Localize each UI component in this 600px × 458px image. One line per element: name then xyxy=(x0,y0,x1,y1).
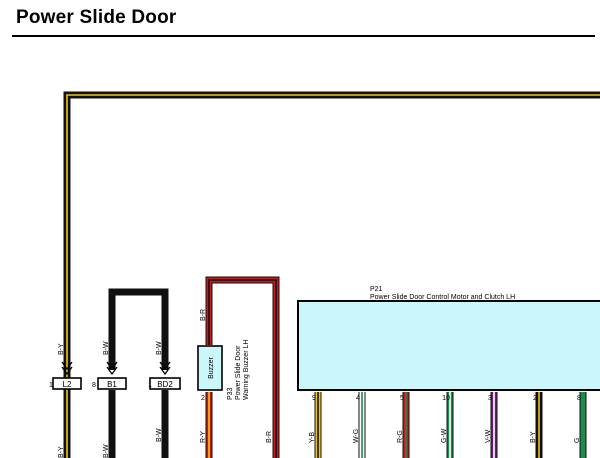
buzzer-wire-right-label: B-R xyxy=(266,431,273,443)
motor-description: Power Slide Door Control Motor and Clutc… xyxy=(370,294,515,301)
page-title: Power Slide Door xyxy=(16,7,177,28)
buzzer-desc-2: Warning Buzzer LH xyxy=(243,340,250,400)
connector-l2-label: L2 xyxy=(63,380,72,389)
wire-b-r-stripe xyxy=(208,279,277,458)
buzzer-wire-top-label: B-R xyxy=(200,309,207,321)
chevron-bd2-b xyxy=(159,366,171,376)
motor-wire-label-1: W-G xyxy=(353,429,360,443)
motor-wire-label-5: B-Y xyxy=(530,431,537,443)
chevron-l2-b xyxy=(61,366,73,376)
motor-pin-2: 2 xyxy=(533,395,537,402)
connector-bd2-label: BD2 xyxy=(157,380,173,389)
motor-pin-5: 5 xyxy=(400,395,404,402)
motor-wire-label-6: G xyxy=(574,438,581,443)
wire-label-left-bottom-0: B-Y xyxy=(58,446,65,458)
connector-l2-pin: 1 xyxy=(49,382,53,389)
wire-label-left-1: B-W xyxy=(103,341,110,355)
wire-b-w-loop xyxy=(108,288,169,370)
wire-label-left-2: B-W xyxy=(156,341,163,355)
buzzer-code: P33 xyxy=(227,387,234,400)
connector-bd2-pin: 1 xyxy=(148,382,152,389)
chevron-b1-b xyxy=(106,366,118,376)
motor-pin-10: 10 xyxy=(442,395,450,402)
motor-code: P21 xyxy=(370,286,383,293)
motor-wire-label-2: R-G xyxy=(397,430,404,443)
connector-b1-pin: 8 xyxy=(92,382,96,389)
motor-pin-3: 3 xyxy=(488,395,492,402)
motor-pin-9: 9 xyxy=(312,395,316,402)
title-rule xyxy=(12,35,595,37)
motor-box xyxy=(297,300,600,391)
connector-l2-box xyxy=(52,377,82,390)
wire-label-left-bottom-1: B-W xyxy=(103,444,110,458)
chevron-b1-a xyxy=(106,361,118,371)
buzzer-pin: 2 xyxy=(201,395,205,402)
buzzer-box xyxy=(197,345,223,391)
motor-pin-8: 8 xyxy=(577,395,581,402)
motor-wire-label-4: V-W xyxy=(485,429,492,443)
wires-layer xyxy=(63,91,600,458)
chevron-bd2-a xyxy=(159,361,171,371)
wire-label-left-bottom-2: B-W xyxy=(156,428,163,442)
wire-b-y-top-stripe xyxy=(66,94,600,390)
connector-b1-label: B1 xyxy=(107,380,117,389)
connector-bd2-box xyxy=(149,377,181,390)
motor-pin-4: 4 xyxy=(356,395,360,402)
buzzer-label: Buzzer xyxy=(208,356,215,378)
connector-b1-box xyxy=(97,377,127,390)
buzzer-wire-bottom-label: R-Y xyxy=(200,431,207,443)
chevron-l2-a xyxy=(61,361,73,371)
parts-layer xyxy=(52,300,600,391)
motor-wire-label-3: G-W xyxy=(441,428,448,443)
wire-label-left-0: B-Y xyxy=(58,343,65,355)
buzzer-desc-1: Power Slide Door xyxy=(235,345,242,400)
motor-wire-label-0: Y-B xyxy=(309,432,316,443)
